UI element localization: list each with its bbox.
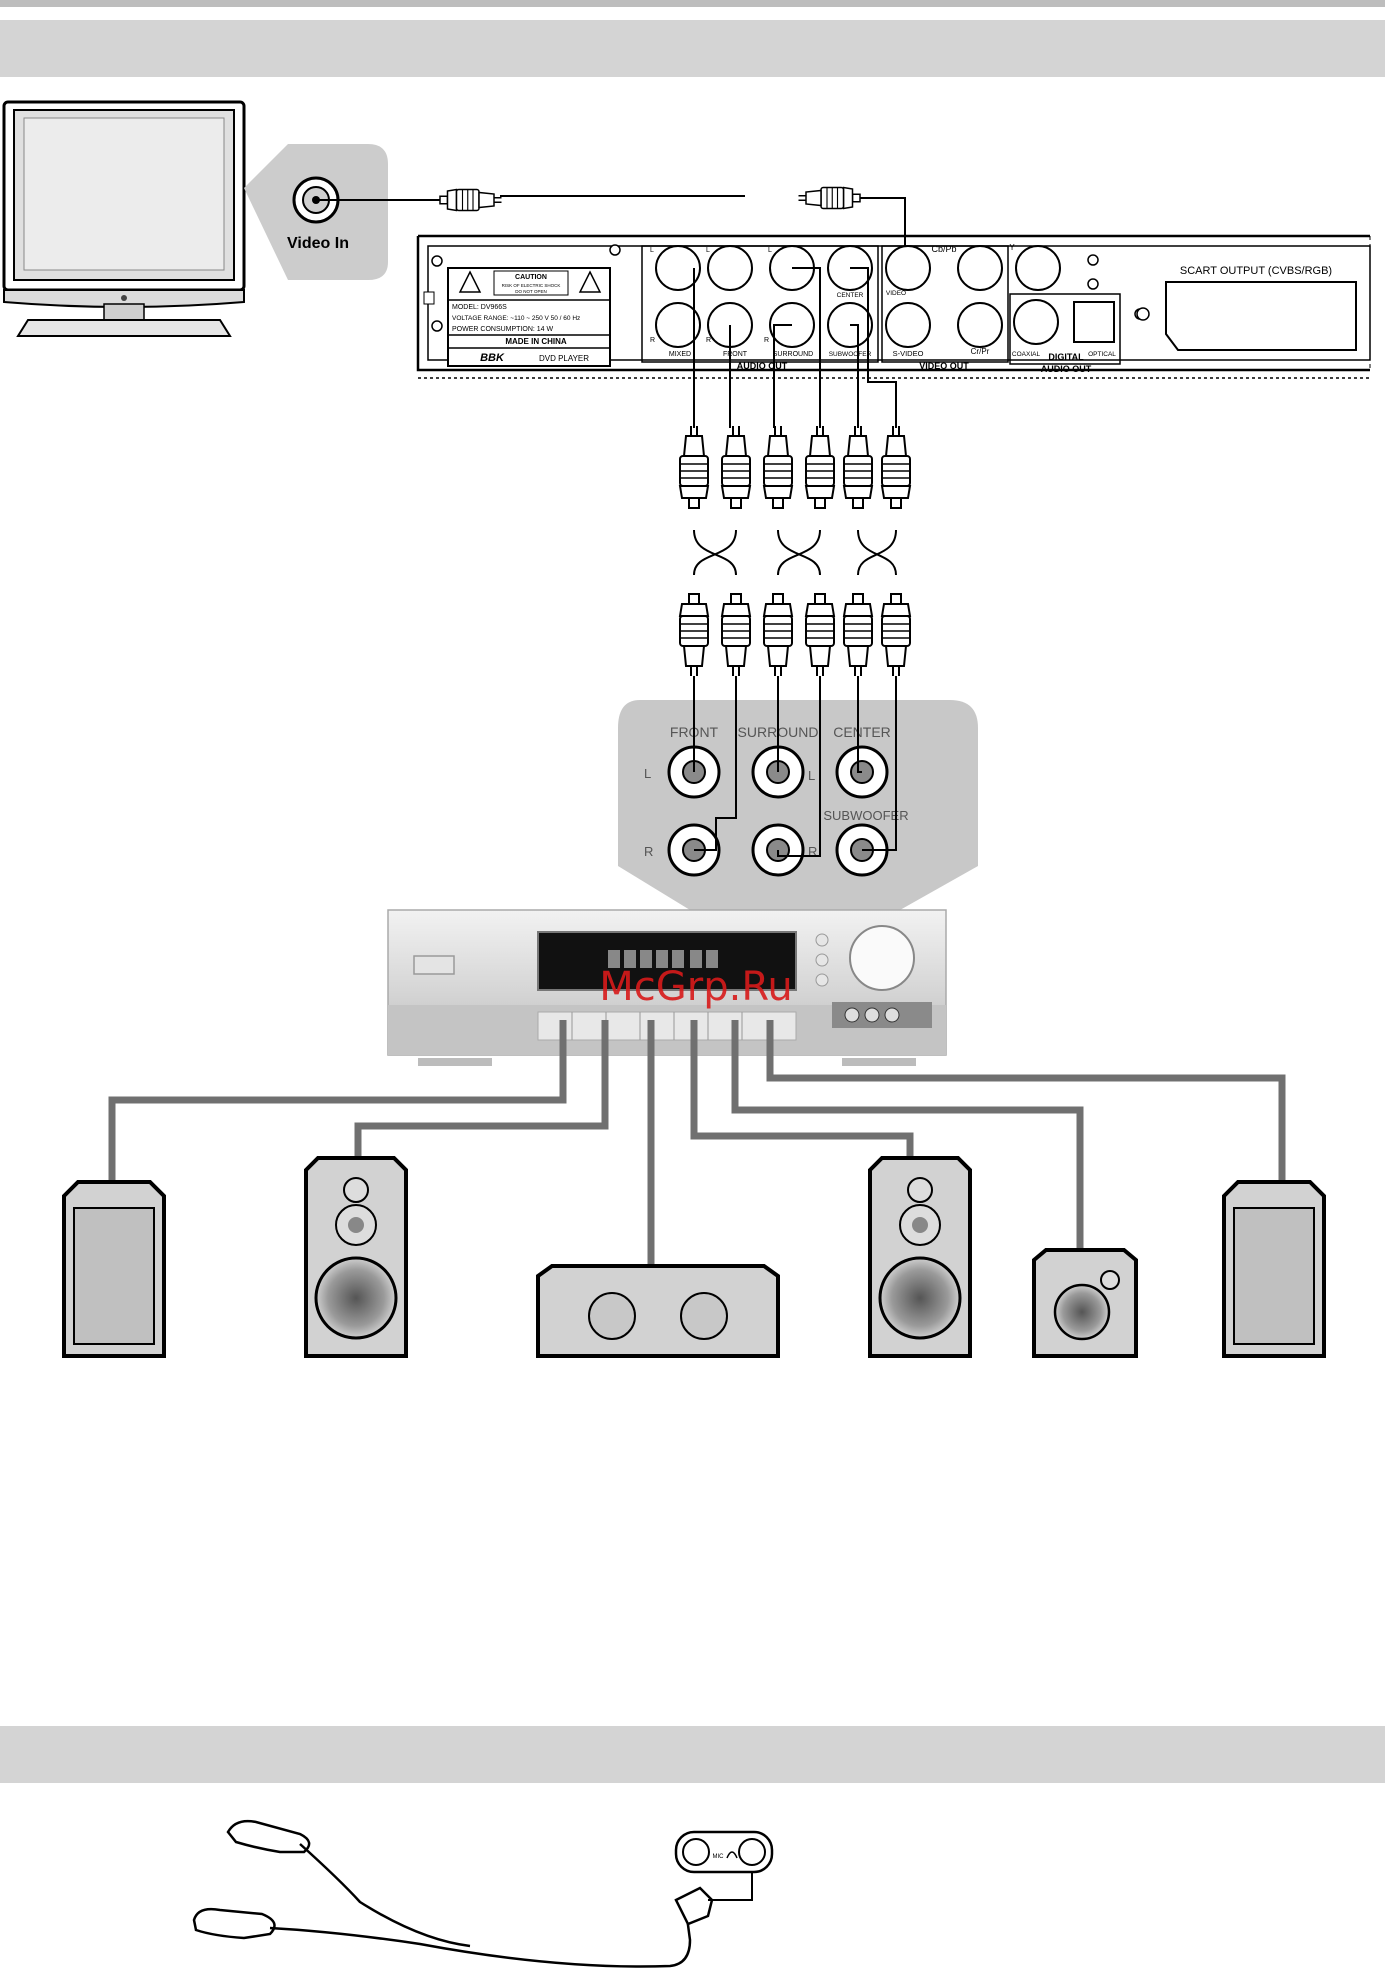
mixed-label: MIXED <box>669 351 691 358</box>
digital-label: DIGITAL <box>1048 352 1084 362</box>
mic-label: MIC <box>713 1854 725 1860</box>
made-in-label: MADE IN CHINA <box>505 337 567 346</box>
l-label-2: L <box>808 768 815 783</box>
subwoofer-in-label: SUBWOOFER <box>823 808 908 823</box>
front-out-label: FRONT <box>723 351 748 358</box>
video-out-label: VIDEO OUT <box>919 361 969 371</box>
product-label: DVD PLAYER <box>539 354 589 363</box>
caution-sub-1: RISK OF ELECTRIC SHOCK <box>502 283 561 288</box>
amp-input-panel: FRONT SURROUND CENTER SUBWOOFER L L R R <box>618 676 978 910</box>
optical-label: OPTICAL <box>1088 351 1116 358</box>
jack-l-3: L <box>768 247 772 254</box>
headphone-earbuds-icon <box>192 1819 753 1968</box>
jack-r-1: R <box>650 337 655 344</box>
headphone-symbol-icon <box>726 1851 738 1859</box>
r-label-1: R <box>644 844 653 859</box>
surround-out-label: SURROUND <box>773 351 813 358</box>
model-label: MODEL: DV966S <box>452 304 507 311</box>
video-cable <box>316 186 906 262</box>
video-jack-label: VIDEO <box>886 290 906 297</box>
power-led-icon <box>121 295 127 301</box>
cbpb-label: Cb/Pb <box>931 244 956 254</box>
audio-cables <box>679 267 911 677</box>
section-header-bar-2 <box>0 1726 1385 1783</box>
crpr-label: Cr/Pr <box>971 347 990 356</box>
l-label-1: L <box>644 766 651 781</box>
coaxial-label: COAXIAL <box>1012 351 1041 358</box>
section-header-bar <box>0 20 1385 77</box>
jack-l-2: L <box>706 247 710 254</box>
center-in-label: CENTER <box>833 724 891 740</box>
power-consumption-label: POWER CONSUMPTION: 14 W <box>452 326 554 333</box>
speaker-center <box>536 1264 780 1358</box>
speaker-front-left <box>304 1156 408 1358</box>
speaker-subwoofer <box>1032 1248 1138 1358</box>
jack-l-1: L <box>650 247 654 254</box>
tv-video-in-callout: Video In <box>244 144 388 280</box>
watermark: McGrp.Ru <box>599 964 792 1010</box>
av-receiver: McGrp.Ru <box>387 909 947 1066</box>
caution-label: CAUTION <box>515 274 547 281</box>
audio-out-label: AUDIO OUT <box>737 361 788 371</box>
digital-audio-out-label: AUDIO OUT <box>1041 364 1092 374</box>
voltage-label: VOLTAGE RANGE: ~110 ~ 250 V 50 / 60 Hz <box>452 315 580 322</box>
speaker-cables <box>108 1020 1286 1266</box>
speaker-surround-left <box>62 1180 166 1358</box>
center-out-label: CENTER <box>837 292 864 299</box>
jack-r-3: R <box>764 337 769 344</box>
top-rule <box>0 0 1385 7</box>
caution-sub-2: DO NOT OPEN <box>515 289 546 294</box>
tv-monitor <box>2 100 246 337</box>
y-label: Y <box>1009 243 1015 252</box>
jack-r-2: R <box>706 337 711 344</box>
brand-logo: BBK <box>480 352 505 364</box>
headphone-jack-panel: MIC <box>674 1830 774 1874</box>
dvd-rear-panel: CAUTION RISK OF ELECTRIC SHOCK DO NOT OP… <box>416 234 1371 379</box>
subwoofer-out-label: SUBWOOFER <box>829 351 872 358</box>
video-in-label: Video In <box>287 235 349 252</box>
svideo-label: S-VIDEO <box>893 349 924 358</box>
r-label-2: R <box>808 844 817 859</box>
volume-knob-icon <box>849 925 915 991</box>
speaker-front-right <box>868 1156 972 1358</box>
speaker-surround-right <box>1222 1180 1326 1358</box>
scart-label: SCART OUTPUT (CVBS/RGB) <box>1180 265 1332 277</box>
